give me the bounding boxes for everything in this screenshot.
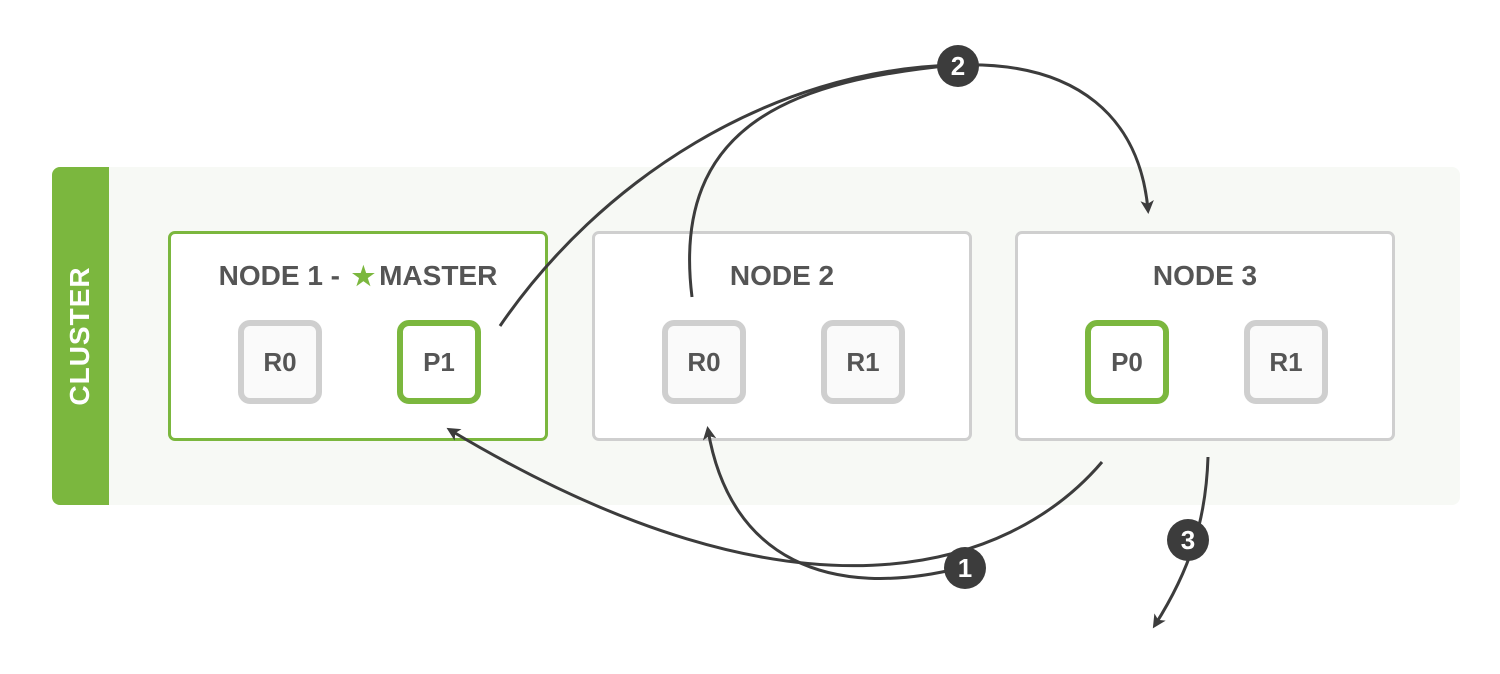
node-3-shard-r1: R1 (1244, 320, 1328, 404)
star-icon: ★ (351, 261, 376, 291)
svg-text:3: 3 (1181, 525, 1195, 555)
node-3-shard-p0: P0 (1085, 320, 1169, 404)
cluster-bar (52, 167, 109, 505)
node-2-shard-r1: R1 (821, 320, 905, 404)
svg-text:1: 1 (958, 553, 972, 583)
svg-text:2: 2 (951, 51, 965, 81)
arrow-node3-to-node1 (446, 427, 1104, 568)
step-1-badge: 1 (944, 547, 986, 589)
step-3-badge: 3 (1167, 519, 1209, 561)
node-1-shard-p1: P1 (397, 320, 481, 404)
node-1-title: NODE 1 - ★MASTER (171, 260, 545, 292)
node-3-title: NODE 3 (1152, 260, 1258, 291)
node-2-title: NODE 2 (729, 260, 835, 291)
step-2-badge: 2 (937, 45, 979, 87)
arrow-node2-to-step2 (688, 63, 956, 298)
node-2: NODE 2 R0 R1 (592, 231, 972, 441)
node-1-shard-r0: R0 (238, 320, 322, 404)
node-1-title-text: NODE 1 - (218, 260, 348, 291)
node-3: NODE 3 P0 R1 (1015, 231, 1395, 441)
arrow-node3-to-node2 (702, 426, 961, 580)
arrow-node1-to-step2 (498, 63, 956, 327)
node-1: NODE 1 - ★MASTER R0 P1 (168, 231, 548, 441)
node-2-shard-r0: R0 (662, 320, 746, 404)
master-label: MASTER (379, 260, 498, 291)
arrow-step2-to-node3 (954, 63, 1154, 215)
